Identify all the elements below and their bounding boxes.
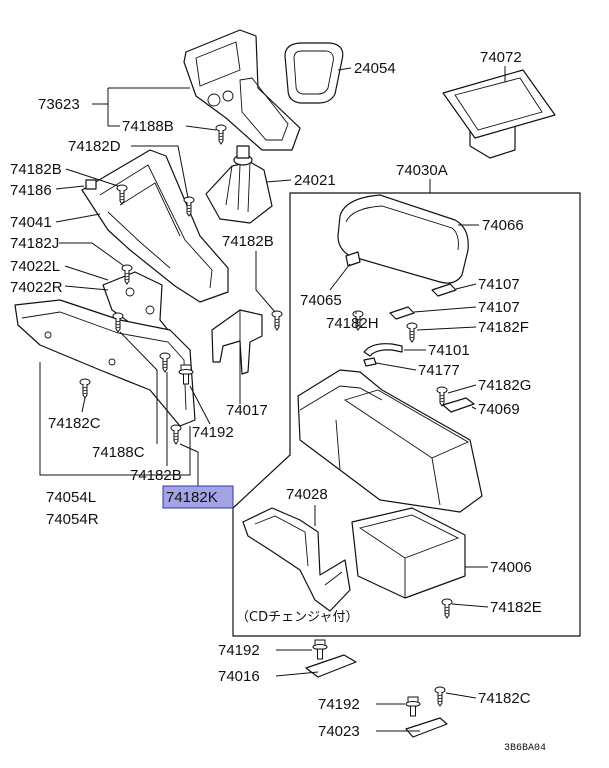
bracket-74023-part [405,717,448,738]
drawing-code: 3B6BA04 [504,743,546,754]
group-frame [232,192,581,637]
label-74192-a[interactable]: 74192 [192,424,234,441]
label-74041[interactable]: 74041 [10,214,52,231]
label-73623[interactable]: 73623 [38,96,80,113]
label-74101[interactable]: 74101 [428,342,470,359]
label-74182C-b[interactable]: 74182C [478,690,531,707]
trim-74107-a-part [431,283,457,297]
label-74186[interactable]: 74186 [10,182,52,199]
label-74017[interactable]: 74017 [226,402,268,419]
label-24021[interactable]: 24021 [294,172,336,189]
screw-74182C-b-icon [434,686,446,707]
screw-74182B-b-icon [271,310,283,331]
cd-changer-caption: （CDチェンジャ付） [236,610,358,625]
bracket-74016-part [305,654,357,678]
label-74023[interactable]: 74023 [318,723,360,740]
label-74054L[interactable]: 74054L [46,489,96,506]
clip-74065-part [345,251,361,267]
label-74182F[interactable]: 74182F [478,319,529,336]
spring-74177-part [363,357,377,367]
rear-console-box-part [297,369,483,513]
label-74182E[interactable]: 74182E [490,599,542,616]
screw-74182E-icon [441,598,453,619]
shift-boot-part [205,145,273,224]
label-74182B-a[interactable]: 74182B [10,161,62,178]
storage-box-part [351,507,466,599]
shift-boot-ring-part [284,42,344,104]
label-74188B[interactable]: 74188B [122,118,174,135]
front-console-panel-part [81,149,229,303]
screw-74182K-icon [170,424,182,445]
trim-74107-b-part [389,306,415,320]
support-bracket-part [211,309,263,375]
cd-changer-bracket-part [242,507,351,612]
highlight-74182K [162,485,234,509]
console-tray-part [442,69,556,159]
screw-74182C-a-icon [79,378,91,399]
label-74188C[interactable]: 74188C [92,444,145,461]
label-74030A[interactable]: 74030A [396,162,448,179]
label-74022L[interactable]: 74022L [10,258,60,275]
hinge-74101-part [363,343,403,357]
label-74107-a[interactable]: 74107 [478,276,520,293]
label-74182B-c[interactable]: 74182B [130,467,182,484]
label-74107-b[interactable]: 74107 [478,299,520,316]
label-74182D[interactable]: 74182D [68,138,121,155]
label-74192-b[interactable]: 74192 [218,642,260,659]
clip-74186-part [85,179,97,190]
screw-74188B-icon [215,124,227,145]
label-74065[interactable]: 74065 [300,292,342,309]
label-74192-c[interactable]: 74192 [318,696,360,713]
label-74182G[interactable]: 74182G [478,377,531,394]
leader-lines [39,66,506,732]
label-74182K[interactable]: 74182K [166,489,218,506]
bolt-74192-b-icon [312,639,328,660]
label-74054R[interactable]: 74054R [46,511,99,528]
label-74177[interactable]: 74177 [418,362,460,379]
label-74072[interactable]: 74072 [480,49,522,66]
label-74022R[interactable]: 74022R [10,279,63,296]
label-74069[interactable]: 74069 [478,401,520,418]
label-74182H[interactable]: 74182H [326,315,379,332]
label-74016[interactable]: 74016 [218,668,260,685]
label-24054[interactable]: 24054 [354,60,396,77]
screw-74182G-icon [436,386,448,407]
shift-bezel-part [183,29,301,151]
side-panel-part [14,299,196,427]
label-74066[interactable]: 74066 [482,217,524,234]
screw-74182F-icon [406,322,418,343]
label-74182B-b[interactable]: 74182B [222,233,274,250]
armrest-lid-part [337,194,469,284]
label-74182J[interactable]: 74182J [10,235,59,252]
label-74028[interactable]: 74028 [286,486,328,503]
bolt-74192-c-icon [405,696,421,717]
latch-74069-part [442,397,475,413]
label-74182C-a[interactable]: 74182C [48,415,101,432]
label-74006[interactable]: 74006 [490,559,532,576]
